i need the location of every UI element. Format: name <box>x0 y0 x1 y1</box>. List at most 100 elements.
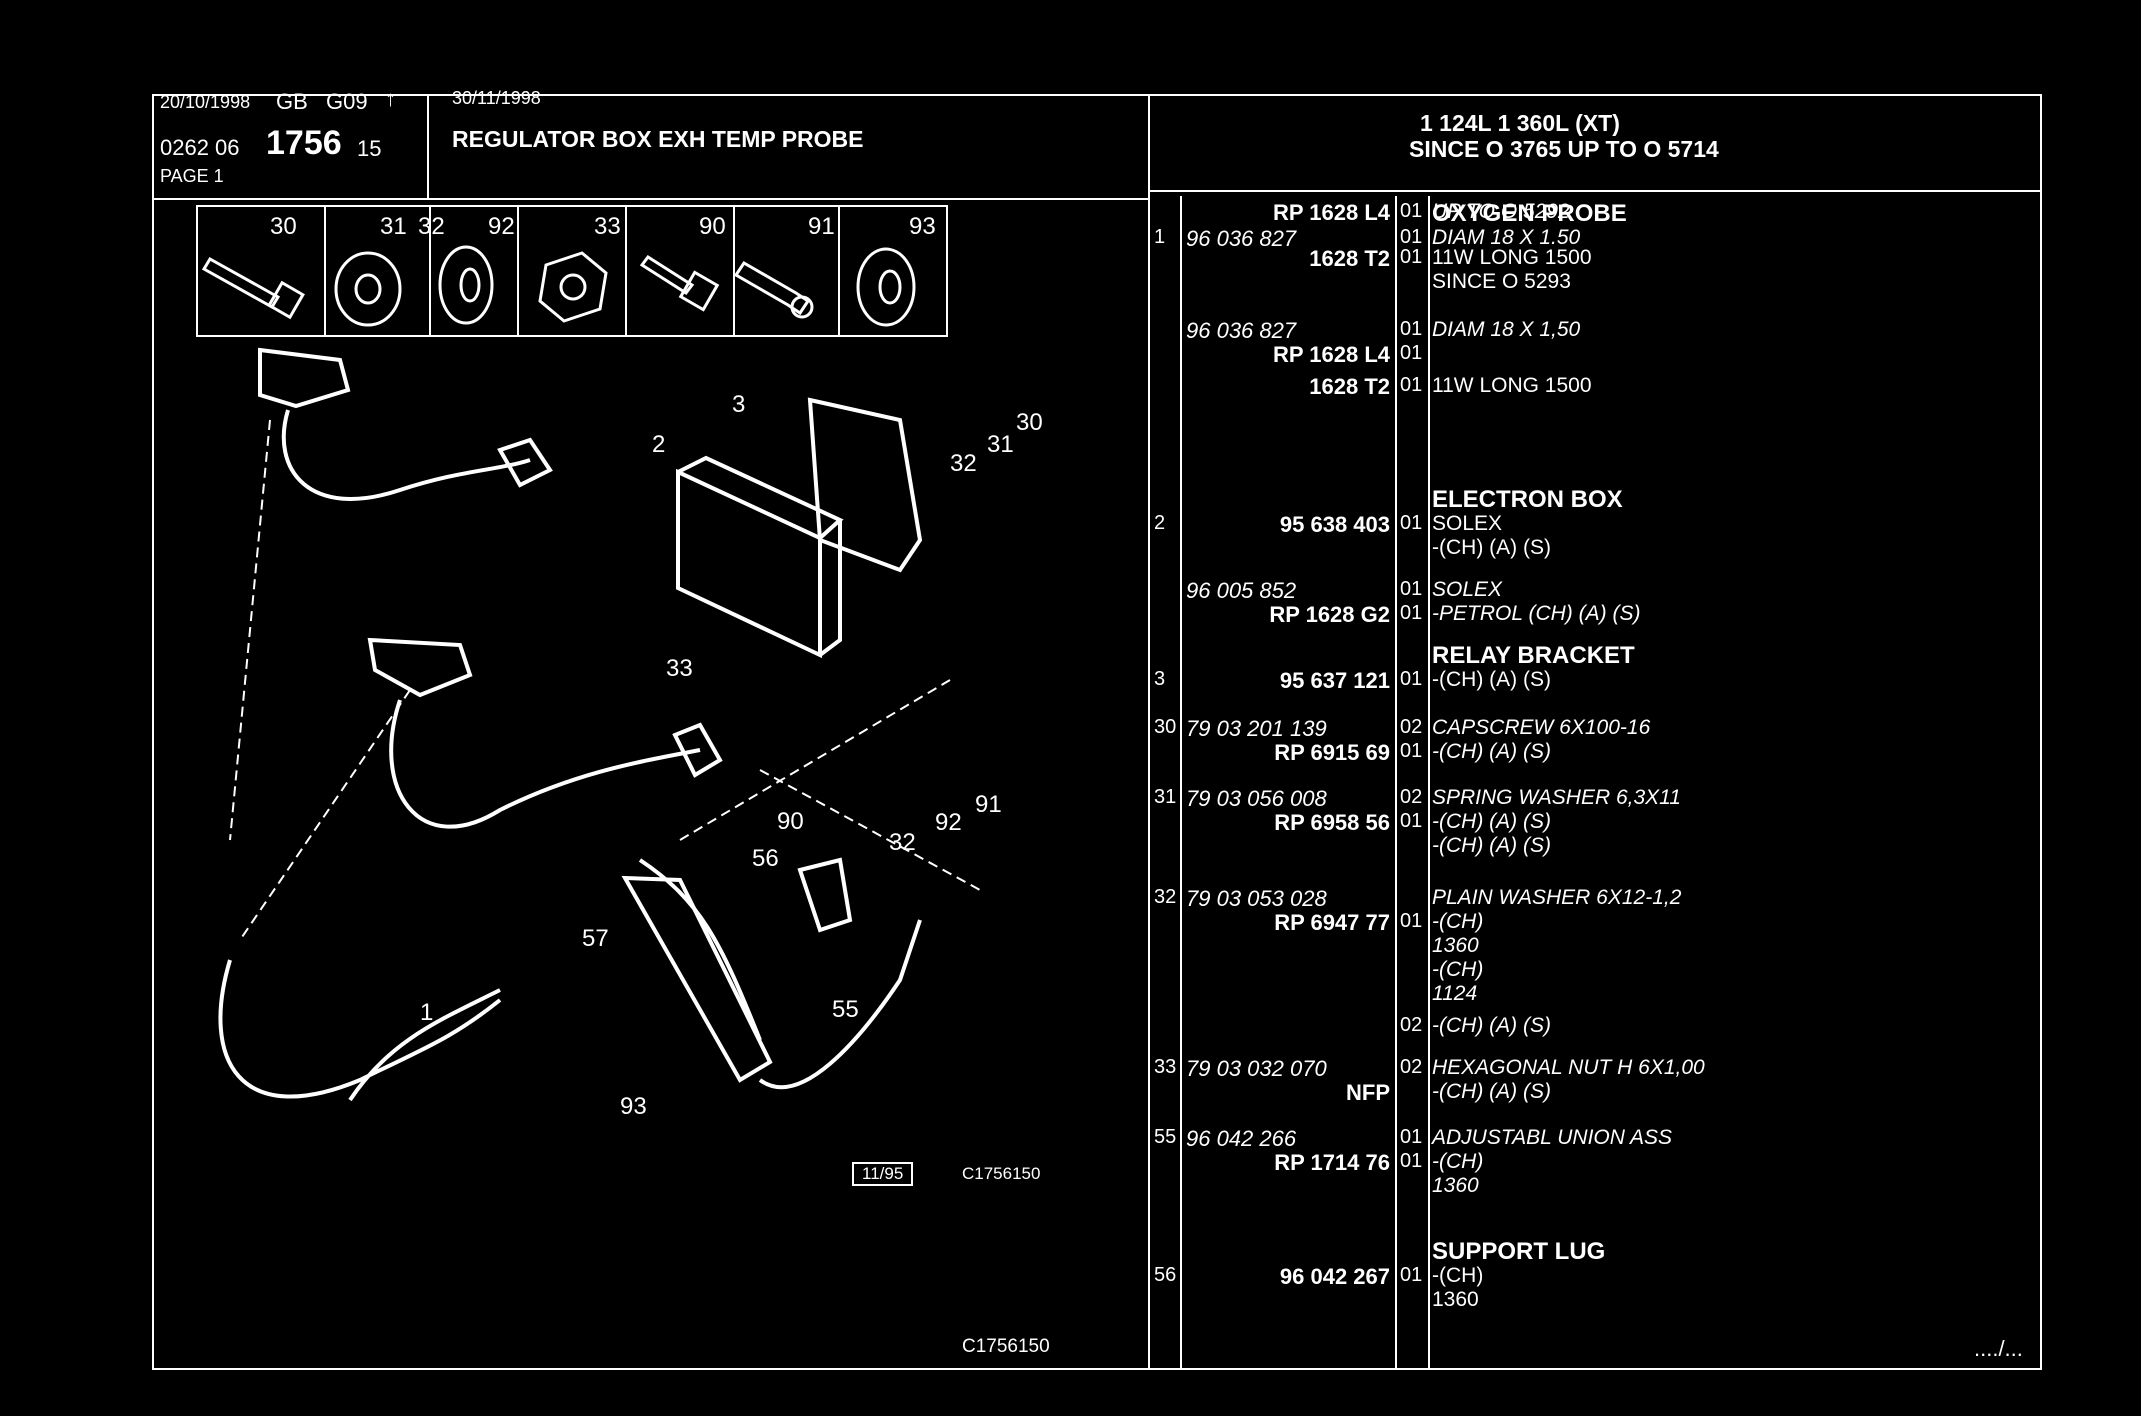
part-quantity: 01 <box>1400 200 1423 222</box>
catalog-page-frame <box>152 94 2042 1370</box>
hex-nut-icon <box>538 251 608 323</box>
part-index: 55 <box>1154 1126 1177 1148</box>
part-number: 79 03 032 070 <box>1186 1056 1327 1081</box>
hw-num-33: 33 <box>594 213 621 240</box>
part-number: 96 042 266 <box>1186 1126 1297 1151</box>
exploded-diagram: 1 2 3 30 31 32 33 90 56 32 92 91 57 55 9… <box>218 347 1043 1120</box>
diagram-label-1: 1 <box>420 999 433 1026</box>
part-quantity: 02 <box>1400 1056 1423 1078</box>
hw-num-91: 91 <box>808 213 835 240</box>
part-quantity: 01 <box>1400 374 1423 396</box>
part-number: 79 03 056 008 <box>1186 786 1327 811</box>
diagram-stamp: 11/95 <box>852 1162 914 1186</box>
header-ref-main: 1756 <box>266 124 342 162</box>
part-quantity: 01 <box>1400 740 1423 762</box>
part-title: ELECTRON BOX <box>1432 486 1623 513</box>
hw-num-92: 92 <box>488 213 515 240</box>
diagram-label-91: 91 <box>975 791 1002 818</box>
oxygen-probe-cable <box>218 959 502 1102</box>
part-quantity: 02 <box>1400 716 1423 738</box>
part-description-line: 1360 <box>1432 934 1479 957</box>
part-quantity: 02 <box>1400 1014 1423 1036</box>
divider-col-idx <box>1180 196 1182 1368</box>
part-description-line: -(CH) <box>1432 1150 1484 1173</box>
part-quantity: 01 <box>1400 1150 1423 1172</box>
part-index: 32 <box>1154 886 1177 908</box>
header-date2: 30/11/1998 <box>452 88 541 108</box>
part-description-line: SOLEX <box>1432 578 1503 601</box>
part-index: 30 <box>1154 716 1177 738</box>
part-index: 31 <box>1154 786 1177 808</box>
part-reference: 96 042 267 <box>1279 1264 1390 1289</box>
part-quantity: 01 <box>1400 578 1423 600</box>
page-title: REGULATOR BOX EXH TEMP PROBE <box>452 126 864 152</box>
diagram-label-30: 30 <box>1016 409 1043 436</box>
header-country: GB <box>276 89 308 114</box>
diagram-label-93: 93 <box>620 1093 647 1120</box>
electron-box <box>676 455 844 659</box>
part-quantity: 01 <box>1400 1264 1423 1286</box>
diagram-label-2: 2 <box>652 431 665 458</box>
exhaust-pipe-upper-flange <box>497 437 553 488</box>
exhaust-pipe-lower <box>367 637 701 829</box>
up-arrow-icon: ↑ <box>385 86 396 111</box>
part-description-line: 11W LONG 1500 <box>1432 246 1592 269</box>
model-line2: SINCE O 3765 UP TO O 5714 <box>1409 136 1719 162</box>
part-description-line: HEXAGONAL NUT H 6X1,00 <box>1432 1056 1705 1079</box>
diagram-label-92: 92 <box>935 809 962 836</box>
part-number: 96 005 852 <box>1186 578 1297 603</box>
support-lug <box>797 857 853 933</box>
part-reference: 1628 T2 <box>1309 374 1390 399</box>
diagram-label-32b: 32 <box>889 829 916 856</box>
diagram-label-57: 57 <box>582 925 609 952</box>
part-reference: 95 637 121 <box>1279 668 1390 693</box>
hardware-strip: 30 31 32 92 33 90 91 93 <box>196 205 948 337</box>
part-number: 96 036 827 <box>1186 226 1297 251</box>
part-reference: RP 1628 G2 <box>1269 602 1390 627</box>
diagram-label-90: 90 <box>777 808 804 835</box>
part-description-line: SPRING WASHER 6,3X11 <box>1432 786 1681 809</box>
part-reference: RP 6958 56 <box>1274 810 1390 835</box>
continue-marker: ..../... <box>1974 1336 2023 1361</box>
part-reference: 1628 T2 <box>1309 246 1390 271</box>
divider-header-right-bottom <box>1148 190 2042 192</box>
part-reference: RP 1714 76 <box>1274 1150 1390 1175</box>
part-description-line: SOLEX <box>1432 512 1503 535</box>
part-description-line: -(CH) (A) (S) <box>1432 740 1551 763</box>
part-index: 33 <box>1154 1056 1177 1078</box>
relay-bracket <box>807 397 923 573</box>
diagram-code1: C1756150 <box>962 1164 1041 1183</box>
adjustable-union <box>621 875 773 1083</box>
part-reference: NFP <box>1346 1080 1390 1105</box>
part-quantity: 01 <box>1400 226 1423 248</box>
diagram-label-55: 55 <box>832 996 859 1023</box>
part-number: 79 03 201 139 <box>1186 716 1327 741</box>
part-number: 79 03 053 028 <box>1186 886 1327 911</box>
part-description-line: 1124 <box>1432 982 1478 1005</box>
part-quantity: 01 <box>1400 810 1423 832</box>
part-reference: RP 1628 L4 <box>1272 342 1390 367</box>
diagram-label-3: 3 <box>732 391 745 418</box>
divider-main <box>1148 94 1150 1370</box>
part-description-line: -(CH) (A) (S) <box>1432 834 1551 857</box>
part-title: OXYGEN PROBE <box>1432 200 1627 227</box>
part-description-line: 1360 <box>1432 1288 1479 1311</box>
stud-icon <box>733 260 814 319</box>
part-description-line: -(CH) (A) (S) <box>1432 1014 1551 1037</box>
part-index: 1 <box>1154 226 1166 248</box>
divider-col-desc <box>1428 196 1430 1368</box>
part-description-line: -(CH) (A) (S) <box>1432 668 1551 691</box>
part-index: 3 <box>1154 668 1166 690</box>
header-date1: 20/10/1998 <box>160 92 251 112</box>
part-quantity: 01 <box>1400 342 1423 364</box>
diagram-label-56: 56 <box>752 845 779 872</box>
hw-num-31: 31 <box>380 213 407 240</box>
header-page: PAGE 1 <box>160 166 224 186</box>
part-quantity: 01 <box>1400 602 1423 624</box>
grommet-icon <box>856 247 916 327</box>
part-description-line: ADJUSTABL UNION ASS <box>1432 1126 1673 1149</box>
part-description-line: DIAM 18 X 1,50 <box>1432 318 1581 341</box>
part-description-line: -(CH) (A) (S) <box>1432 536 1551 559</box>
exhaust-pipe-upper <box>258 347 531 501</box>
